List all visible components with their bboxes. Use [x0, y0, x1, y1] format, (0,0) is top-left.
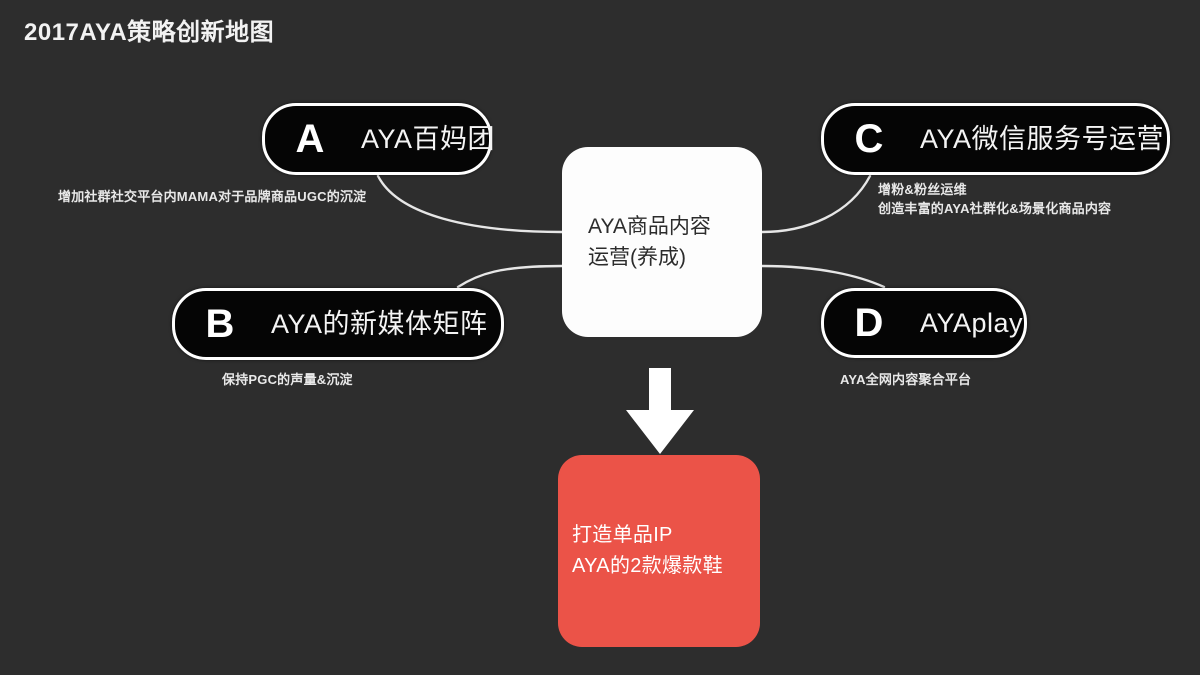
center-node[interactable]: AYA商品内容 运营(养成): [562, 147, 762, 337]
branch-caption-b: 保持PGC的声量&沉淀: [222, 372, 353, 387]
connector-c: [760, 174, 872, 234]
branch-label-d: AYAplay: [920, 307, 1024, 338]
arrow-down-icon: [626, 368, 694, 454]
connector-d: [760, 264, 886, 289]
connector-b: [456, 264, 564, 289]
branch-caption-d: AYA全网内容聚合平台: [840, 372, 972, 387]
branch-label-c: AYA微信服务号运营: [920, 123, 1165, 154]
outcome-line-2: AYA的2款爆款鞋: [572, 555, 723, 577]
branch-letter-d: D: [854, 301, 884, 345]
branch-box-d[interactable]: D AYAplay: [821, 288, 1027, 358]
branch-box-a[interactable]: A AYA百妈团: [262, 103, 496, 175]
branch-box-c[interactable]: C AYA微信服务号运营: [821, 103, 1170, 175]
branch-box-b[interactable]: B AYA的新媒体矩阵: [172, 288, 504, 360]
outcome-node[interactable]: 打造单品IP AYA的2款爆款鞋: [558, 455, 760, 647]
outcome-line-1: 打造单品IP: [572, 524, 673, 546]
branch-letter-b: B: [205, 302, 235, 346]
center-line-1: AYA商品内容: [588, 214, 711, 238]
branch-label-a: AYA百妈团: [361, 123, 496, 154]
branch-caption-c: 增粉&粉丝运维 创造丰富的AYA社群化&场景化商品内容: [878, 182, 1112, 216]
branch-label-b: AYA的新媒体矩阵: [271, 308, 488, 339]
connector-a: [376, 174, 564, 234]
center-line-2: 运营(养成): [588, 246, 686, 269]
page-title: 2017AYA策略创新地图: [24, 19, 275, 46]
branch-caption-a: 增加社群社交平台内MAMA对于品牌商品UGC的沉淀: [58, 189, 367, 204]
branch-letter-c: C: [854, 117, 884, 161]
branch-letter-a: A: [295, 117, 325, 161]
